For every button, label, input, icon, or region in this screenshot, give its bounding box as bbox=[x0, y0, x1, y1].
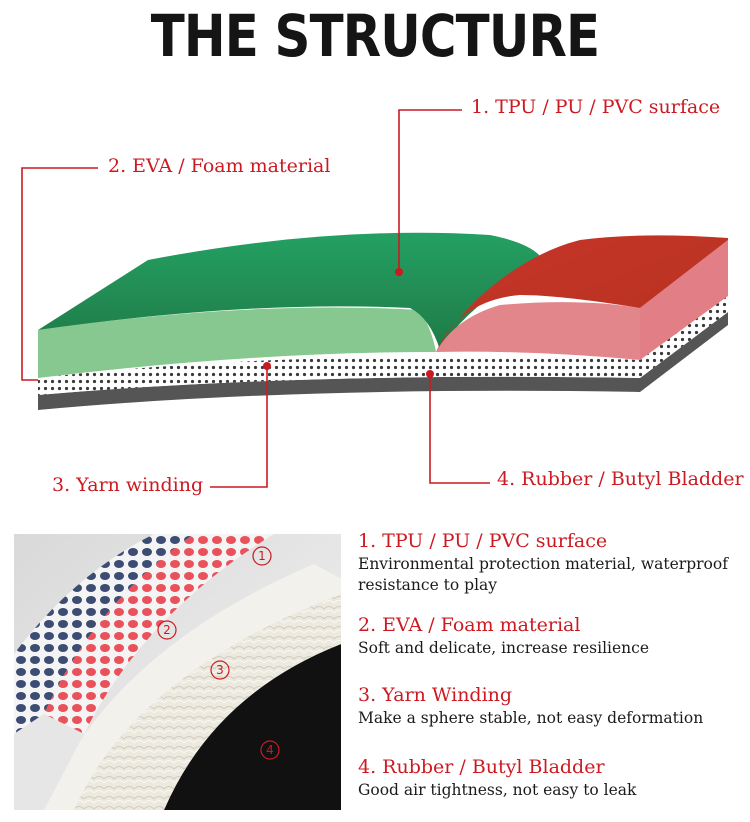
pink-foam-front bbox=[436, 302, 640, 360]
red-surface bbox=[436, 235, 728, 352]
page-title: THE STRUCTURE bbox=[150, 2, 600, 70]
callout-line-3 bbox=[210, 366, 268, 488]
callout-dot-3 bbox=[263, 362, 271, 370]
callout-dot-1 bbox=[395, 268, 403, 276]
photo-surface-red bbox=[44, 534, 274, 734]
layer-title: 1. TPU / PU / PVC surface bbox=[358, 530, 608, 552]
photo-surface-blue bbox=[14, 534, 194, 734]
layer-title: 4. Rubber / Butyl Bladder bbox=[358, 756, 605, 778]
photo-yarn bbox=[74, 594, 341, 810]
photo-marker-4: 4 bbox=[266, 743, 274, 757]
photo-marker-3: 3 bbox=[216, 663, 224, 677]
layer-title: 2. EVA / Foam material bbox=[358, 614, 581, 636]
photo-marker-1: 1 bbox=[258, 549, 266, 563]
layer-description-2: 2. EVA / Foam material Soft and delicate… bbox=[358, 614, 743, 659]
callout-tpu-surface: 1. TPU / PU / PVC surface bbox=[471, 96, 721, 118]
green-foam-front bbox=[38, 307, 436, 378]
structure-diagram bbox=[21, 109, 728, 488]
yarn-layer bbox=[38, 296, 728, 395]
green-surface bbox=[38, 232, 545, 350]
bladder-layer bbox=[38, 312, 728, 410]
callout-dot-4 bbox=[426, 370, 434, 378]
layer-description-4: 4. Rubber / Butyl Bladder Good air tight… bbox=[358, 756, 743, 801]
callout-rubber-bladder: 4. Rubber / Butyl Bladder bbox=[497, 468, 744, 490]
photo-bladder bbox=[164, 644, 341, 810]
callout-line-4 bbox=[429, 374, 490, 484]
layer-text: Make a sphere stable, not easy deformati… bbox=[358, 709, 704, 727]
layer-text: Soft and delicate, increase resilience bbox=[358, 639, 650, 657]
cross-section-photo: 1 2 3 4 bbox=[14, 534, 341, 810]
layer-description-1: 1. TPU / PU / PVC surface Environmental … bbox=[358, 530, 743, 596]
pink-foam-side bbox=[640, 240, 728, 360]
callout-yarn-winding: 3. Yarn winding bbox=[52, 474, 204, 496]
layer-text: Environmental protection material, water… bbox=[358, 555, 728, 594]
layer-text: Good air tightness, not easy to leak bbox=[358, 781, 637, 799]
callout-line-1 bbox=[398, 109, 462, 272]
callout-line-2 bbox=[21, 167, 98, 381]
layer-description-3: 3. Yarn Winding Make a sphere stable, no… bbox=[358, 684, 743, 729]
photo-foam bbox=[44, 564, 341, 810]
layer-title: 3. Yarn Winding bbox=[358, 684, 513, 706]
photo-marker-2: 2 bbox=[163, 623, 171, 637]
callout-eva-foam: 2. EVA / Foam material bbox=[108, 155, 331, 177]
